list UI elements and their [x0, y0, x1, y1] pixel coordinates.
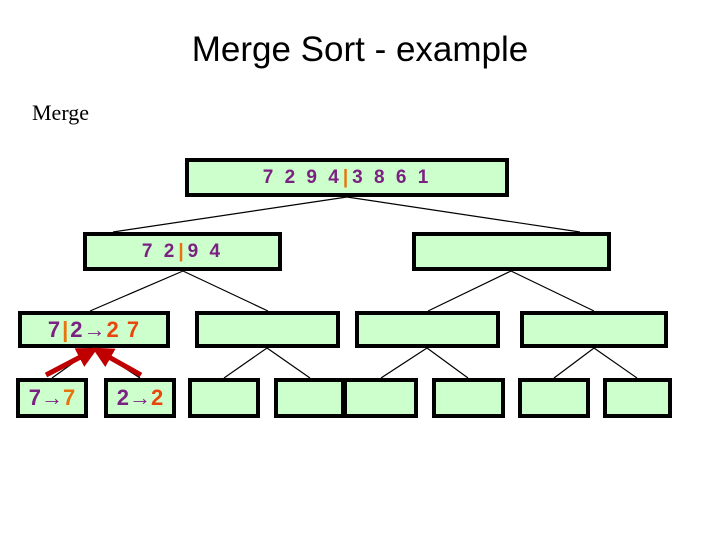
- tree-node-box[interactable]: [274, 378, 345, 418]
- tree-node-box[interactable]: [432, 378, 505, 418]
- split-separator: |: [62, 316, 70, 342]
- digit-group: 2 7: [106, 316, 141, 342]
- tree-node-box[interactable]: [412, 232, 611, 271]
- tree-edge: [182, 270, 269, 312]
- tree-edge: [266, 347, 311, 379]
- digit-group: 7: [47, 316, 62, 342]
- tree-node-box[interactable]: 7 2 9 4|3 8 6 1: [185, 158, 509, 197]
- tree-node-box[interactable]: [355, 311, 500, 348]
- digit-group: 2: [116, 385, 129, 410]
- tree-node-text: 7 2|9 4: [142, 242, 223, 261]
- tree-node-text: 7→7: [29, 387, 76, 409]
- tree-node-text: 2→2: [117, 387, 164, 409]
- tree-edge: [426, 347, 469, 379]
- tree-node-text: 7 2 9 4|3 8 6 1: [263, 168, 432, 187]
- digit-group: 9 4: [187, 241, 224, 262]
- digit-group: 2: [151, 385, 164, 410]
- tree-edge: [427, 270, 512, 312]
- digit-group: 2: [70, 316, 84, 342]
- tree-node-box[interactable]: 7|2→2 7: [18, 311, 170, 348]
- digit-group: 7: [28, 385, 41, 410]
- tree-node-box[interactable]: 7 2|9 4: [83, 232, 282, 271]
- transform-arrow-icon: →: [41, 385, 63, 410]
- split-separator: |: [342, 167, 352, 188]
- transform-arrow-icon: →: [129, 385, 151, 410]
- digit-group: 7 2: [141, 241, 178, 262]
- tree-edge: [223, 347, 268, 379]
- tree-edge: [346, 196, 581, 233]
- tree-node-box[interactable]: [195, 311, 340, 348]
- tree-node-box[interactable]: [520, 311, 668, 348]
- tree-node-text: 7|2→2 7: [47, 316, 141, 342]
- digit-group: 7: [63, 385, 76, 410]
- tree-edge: [553, 347, 595, 379]
- tree-edge: [93, 347, 141, 379]
- digit-group: 3 8 6 1: [352, 167, 432, 188]
- tree-edge: [510, 270, 595, 312]
- tree-edge: [380, 347, 428, 379]
- tree-edge: [89, 270, 184, 312]
- merge-arrow-right: [92, 347, 143, 378]
- transform-arrow-icon: →: [83, 316, 107, 342]
- merge-arrow-left: [44, 347, 98, 378]
- tree-edge: [112, 196, 348, 233]
- tree-node-box[interactable]: 7→7: [16, 378, 88, 418]
- tree-edge: [51, 347, 95, 379]
- tree-node-box[interactable]: [518, 378, 590, 418]
- split-separator: |: [178, 241, 187, 262]
- tree-node-box[interactable]: [603, 378, 672, 418]
- tree-node-box[interactable]: [188, 378, 260, 418]
- tree-node-box[interactable]: 2→2: [104, 378, 176, 418]
- merge-caption-label: Merge: [32, 100, 90, 125]
- tree-node-box[interactable]: [343, 378, 418, 418]
- digit-group: 7 2 9 4: [262, 167, 342, 188]
- page-title: Merge Sort - example: [191, 30, 529, 69]
- tree-edge: [593, 347, 638, 379]
